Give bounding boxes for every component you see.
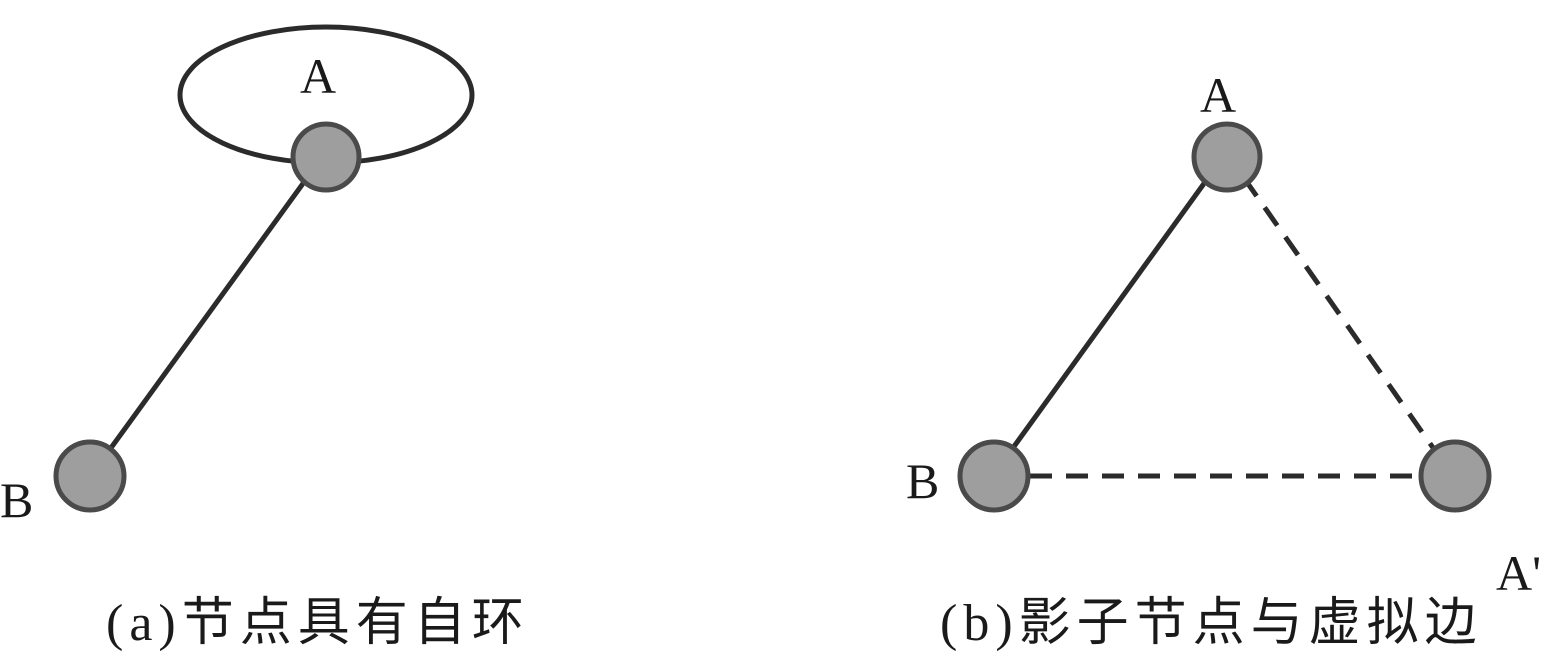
node-b (53, 439, 127, 513)
node-a (1191, 121, 1263, 193)
node-a-label: A (300, 48, 336, 104)
node-a-label: A (1200, 67, 1236, 123)
node-b-label: B (906, 453, 939, 509)
node-a (290, 121, 362, 193)
edge-a-b (1007, 176, 1211, 454)
node-b-label: B (0, 472, 33, 528)
panel-b: A B A' (b)影子节点与虚拟边 (906, 67, 1541, 652)
node-b (957, 439, 1031, 513)
caption-b: (b)影子节点与虚拟边 (940, 595, 1483, 652)
shadow-node-a-prime (1418, 439, 1492, 513)
shadow-node-a-prime-label: A' (1496, 545, 1541, 601)
caption-a: (a)节点具有自环 (106, 595, 530, 652)
virtual-edge-a-a-prime (1241, 176, 1439, 454)
edge-a-b (105, 176, 310, 454)
panel-a: A B (a)节点具有自环 (0, 24, 530, 652)
